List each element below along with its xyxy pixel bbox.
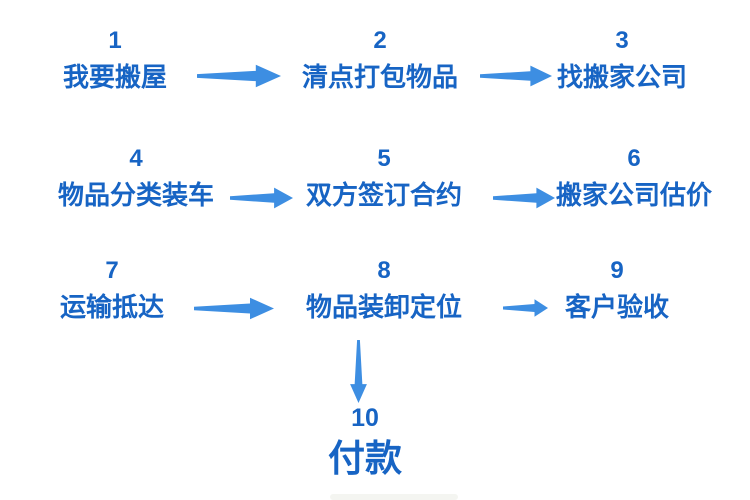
step-2-number: 2 — [373, 27, 387, 54]
arrow-right-icon-2-3 — [480, 63, 552, 89]
step-5-label: 双方签订合约 — [305, 180, 463, 210]
arrow-right-icon-8-9 — [503, 297, 548, 319]
step-1-number: 1 — [108, 27, 122, 54]
step-7-label: 运输抵达 — [59, 292, 165, 322]
arrow-right-icon-5-6 — [493, 185, 555, 211]
arrow-down-icon-8-10 — [348, 340, 369, 403]
step-5-number: 5 — [377, 145, 391, 172]
step-10-label: 付款 — [328, 438, 402, 479]
step-1-label: 我要搬屋 — [62, 62, 168, 92]
step-8-number: 8 — [377, 257, 391, 284]
step-9-number: 9 — [610, 257, 624, 284]
step-2-label: 清点打包物品 — [301, 62, 459, 92]
step-3-number: 3 — [615, 27, 629, 54]
step-1: 1 我要搬屋 — [63, 26, 167, 94]
step-8-label: 物品装卸定位 — [305, 292, 463, 322]
step-4: 4 物品分类装车 — [58, 144, 214, 212]
step-10-number: 10 — [351, 404, 379, 432]
step-6-number: 6 — [627, 145, 641, 172]
step-7: 7 运输抵达 — [60, 256, 164, 324]
arrow-right-icon-7-8 — [194, 295, 274, 322]
step-3: 3 找搬家公司 — [557, 26, 687, 94]
step-8: 8 物品装卸定位 — [306, 256, 462, 324]
step-10: 10 付款 — [328, 403, 402, 481]
step-4-label: 物品分类装车 — [57, 180, 215, 210]
step-4-number: 4 — [129, 145, 143, 172]
step-7-number: 7 — [105, 257, 119, 284]
step-9: 9 客户验收 — [565, 256, 669, 324]
arrow-right-icon-1-2 — [197, 62, 281, 90]
step-3-label: 找搬家公司 — [556, 62, 688, 92]
step-5: 5 双方签订合约 — [306, 144, 462, 212]
step-6: 6 搬家公司估价 — [556, 144, 712, 212]
arrow-right-icon-4-5 — [230, 185, 293, 211]
step-2: 2 清点打包物品 — [302, 26, 458, 94]
step-6-label: 搬家公司估价 — [555, 180, 713, 210]
step-9-label: 客户验收 — [564, 292, 670, 322]
bottom-cutoff-artifact — [330, 494, 458, 500]
